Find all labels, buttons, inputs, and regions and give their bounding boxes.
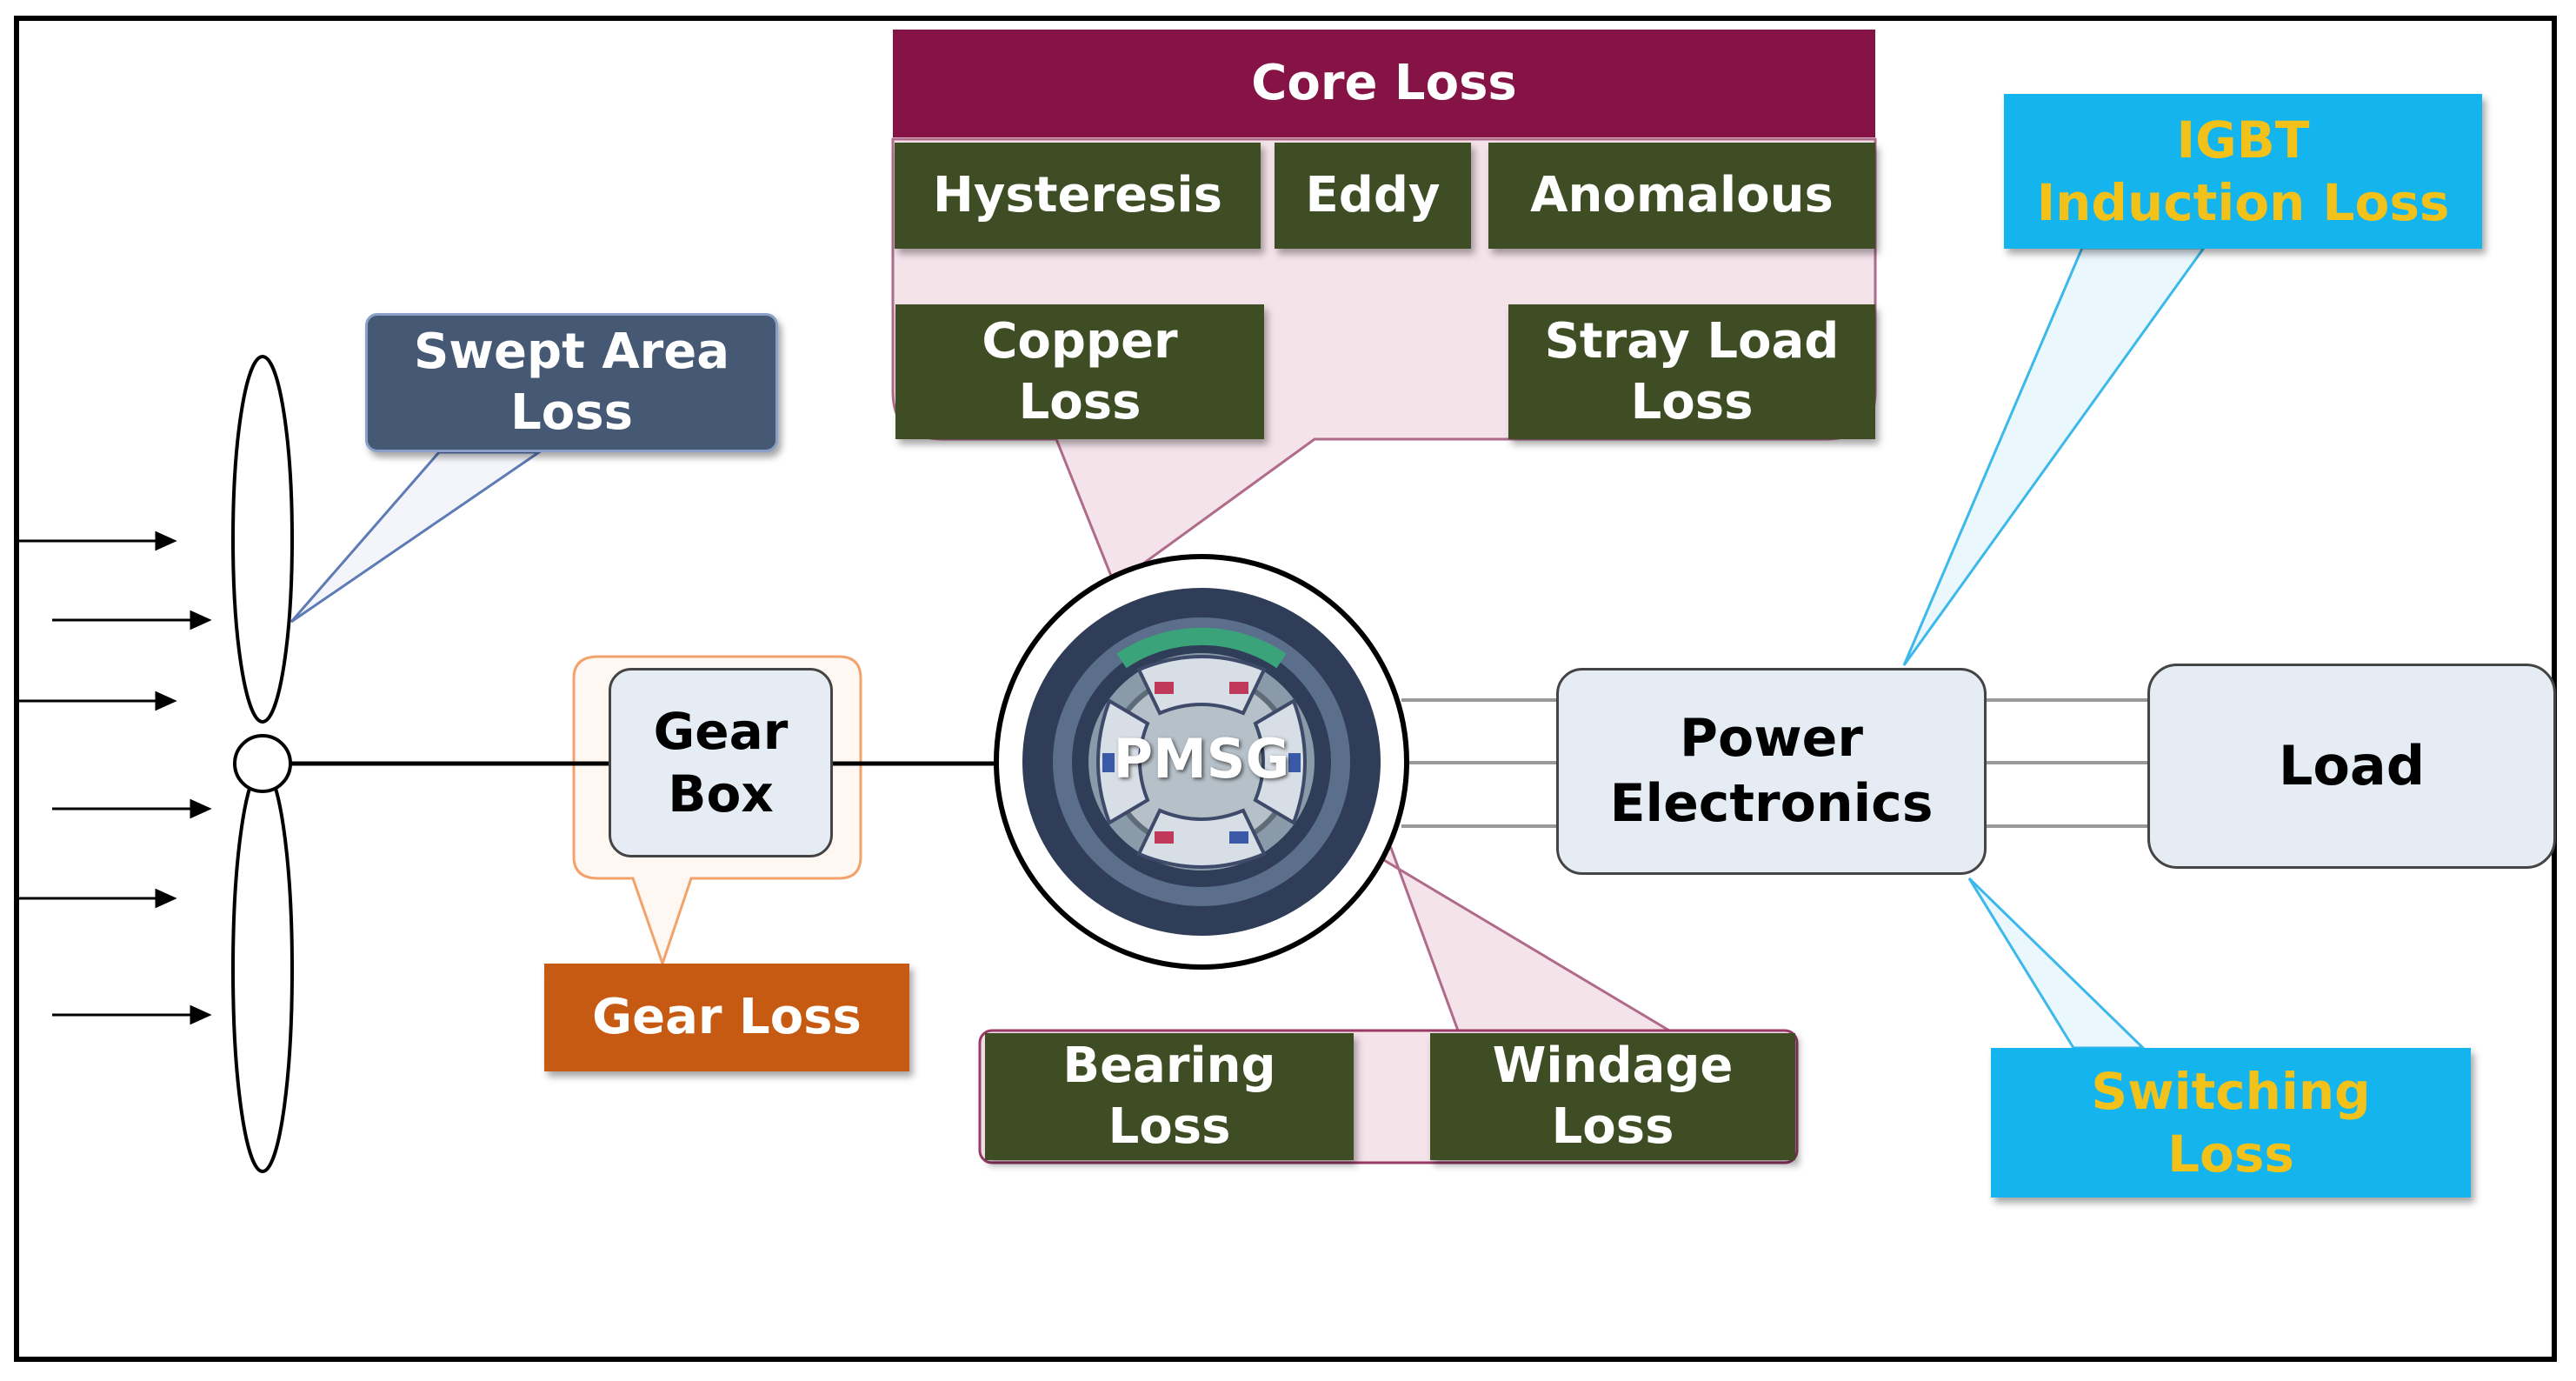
- lower-blade: [231, 766, 294, 1173]
- hysteresis-loss-label: Hysteresis: [895, 143, 1261, 249]
- upper-blade: [231, 355, 294, 724]
- copper-loss-label: Copper Loss: [895, 304, 1264, 439]
- three-phase-lines: [1401, 698, 2147, 828]
- wind-arrows: [19, 530, 212, 1025]
- anomalous-loss-label: Anomalous: [1488, 143, 1875, 249]
- bearing-loss-label: Bearing Loss: [985, 1033, 1354, 1160]
- switching-loss-label: Switching Loss: [1991, 1048, 2471, 1198]
- load: Load: [2147, 664, 2556, 869]
- stray-load-loss-label: Stray Load Loss: [1508, 304, 1875, 439]
- swept-area-callout: [290, 450, 543, 624]
- rotor-hub: [233, 734, 292, 793]
- pmsg-label: PMSG: [1113, 727, 1290, 791]
- windage-loss-label: Windage Loss: [1430, 1033, 1795, 1160]
- pmsg-generator-icon: [994, 554, 1409, 970]
- core-loss-label: Core Loss: [893, 30, 1875, 137]
- swept-area-loss-label: Swept Area Loss: [365, 313, 778, 452]
- power-electronics: Power Electronics: [1556, 668, 1987, 875]
- gear-box: Gear Box: [609, 668, 833, 857]
- eddy-loss-label: Eddy: [1275, 143, 1471, 249]
- igbt-callout: [1902, 246, 2207, 666]
- gear-loss-label: Gear Loss: [544, 964, 909, 1071]
- switching-callout: [1967, 877, 2147, 1050]
- igbt-induction-loss-label: IGBT Induction Loss: [2004, 94, 2482, 249]
